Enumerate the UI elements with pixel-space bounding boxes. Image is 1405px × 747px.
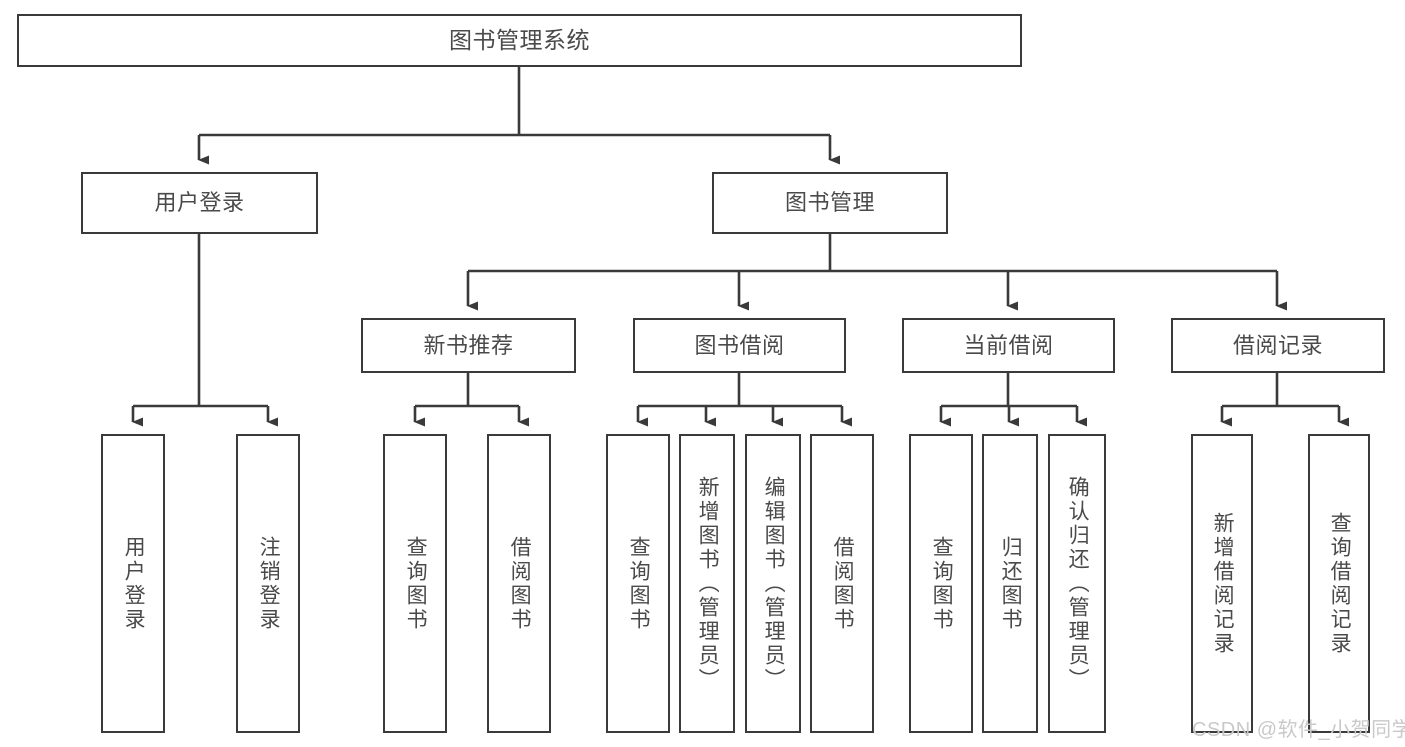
node-user-login[interactable]: 用户登录 (81, 172, 318, 234)
node-book-management[interactable]: 图书管理 (712, 172, 948, 234)
node-book-borrow[interactable]: 图书借阅 (633, 318, 846, 373)
leaf-borrow-book-recommend[interactable]: 借阅图书 (487, 434, 551, 733)
node-borrow-records[interactable]: 借阅记录 (1171, 318, 1385, 373)
leaf-add-book-admin[interactable]: 新增图书（管理员） (679, 434, 735, 733)
leaf-query-borrow-record[interactable]: 查询借阅记录 (1308, 434, 1370, 733)
leaf-user-login[interactable]: 用户登录 (101, 434, 165, 733)
leaf-confirm-return-admin[interactable]: 确认归还（管理员） (1048, 434, 1106, 733)
leaf-borrow-book[interactable]: 借阅图书 (810, 434, 874, 733)
leaf-logout-login[interactable]: 注销登录 (236, 434, 300, 733)
leaf-edit-book-admin[interactable]: 编辑图书（管理员） (745, 434, 801, 733)
leaf-query-book-borrow[interactable]: 查询图书 (606, 434, 670, 733)
leaf-query-book-current[interactable]: 查询图书 (909, 434, 973, 733)
leaf-add-borrow-record[interactable]: 新增借阅记录 (1191, 434, 1253, 733)
node-current-borrow[interactable]: 当前借阅 (902, 318, 1115, 373)
csdn-watermark: CSDN @软件_小贺同学 (1192, 719, 1405, 741)
leaf-return-book[interactable]: 归还图书 (982, 434, 1038, 733)
node-new-book-recommend[interactable]: 新书推荐 (361, 318, 576, 373)
node-root-library-system[interactable]: 图书管理系统 (17, 14, 1022, 67)
leaf-query-book-recommend[interactable]: 查询图书 (383, 434, 447, 733)
